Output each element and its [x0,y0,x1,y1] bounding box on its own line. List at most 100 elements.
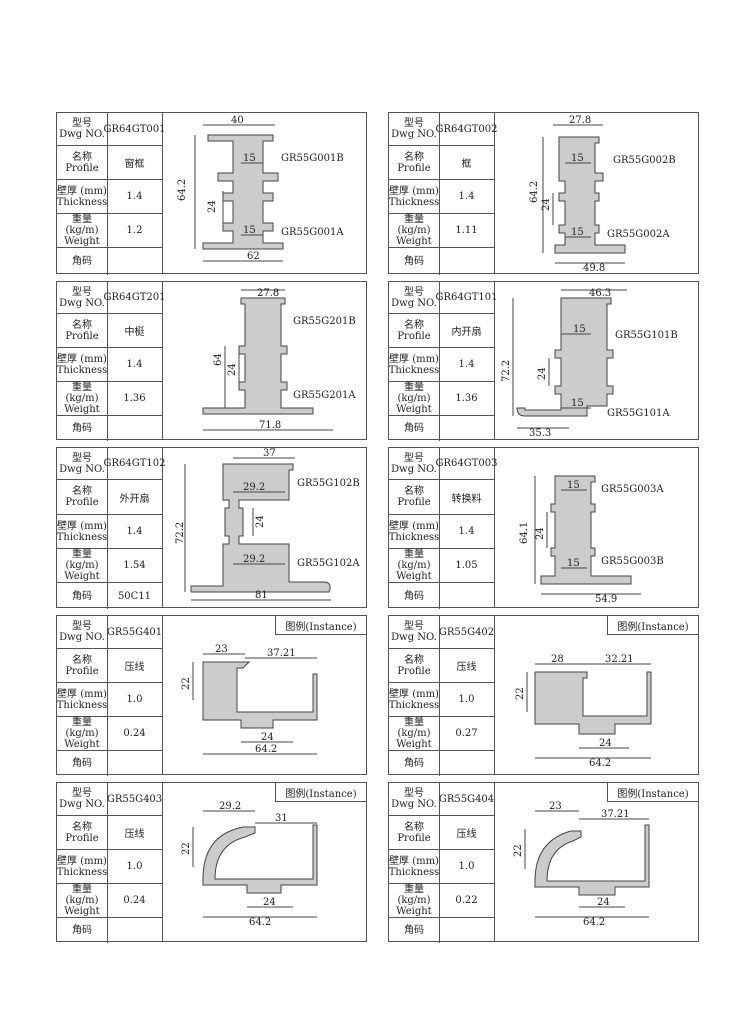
svg-text:81: 81 [255,590,268,601]
svg-text:24: 24 [263,897,276,908]
thickness-value: 1.0 [126,694,143,705]
weight-value: 1.36 [455,393,478,404]
code-value [439,583,494,609]
code-label: 角码 [389,751,440,776]
code-label: 角码 [57,918,108,943]
profile-drawing: 27.8 64 24 71.8 GR55G201B GR55G201A [163,282,366,439]
svg-text:24: 24 [537,367,548,380]
svg-text:22: 22 [515,687,526,700]
weight-label: 重量 (kg/m)Weight [57,717,108,750]
weight-label: 重量 (kg/m)Weight [389,717,440,750]
profile-drawing: 图例(Instance) 23 37.21 22 24 64.2 [495,783,698,941]
svg-text:37: 37 [263,448,276,459]
svg-text:23: 23 [215,644,228,655]
profile-drawing: 40 15 64.2 24 15 62 GR55G001B GR55G001A [163,113,366,273]
svg-text:71.8: 71.8 [259,420,281,431]
svg-text:GR55G002A: GR55G002A [607,229,670,240]
svg-text:32.21: 32.21 [605,654,634,665]
svg-text:GR55G201B: GR55G201B [293,316,356,327]
weight-label: 重量 (kg/m)Weight [57,884,108,917]
svg-text:24: 24 [207,200,218,213]
thickness-value: 1.4 [458,359,475,370]
weight-label: 重量 (kg/m)Weight [389,214,440,247]
thickness-value: 1.4 [458,191,475,202]
code-value [439,918,494,943]
svg-text:62: 62 [247,251,260,262]
svg-text:22: 22 [181,677,192,690]
dwg-value: GR55G402 [438,626,495,638]
svg-text:37.21: 37.21 [267,648,296,659]
weight-value: 1.05 [455,560,478,571]
weight-value: 0.24 [123,895,146,906]
svg-text:GR55G201A: GR55G201A [293,390,356,401]
svg-text:49.8: 49.8 [583,263,605,273]
dwg-value: GR55G401 [106,626,163,638]
svg-text:GR55G102A: GR55G102A [297,558,360,569]
svg-text:GR55G102B: GR55G102B [297,478,360,489]
profile-value: 中梃 [124,327,145,338]
thickness-label: 壁厚 (mm)Thickness [57,850,108,883]
profile-value: 压线 [124,662,145,673]
profile-value: 压线 [456,829,477,840]
svg-text:GR55G001A: GR55G001A [281,227,344,238]
thickness-label: 壁厚 (mm)Thickness [57,515,108,548]
weight-label: 重量 (kg/m)Weight [57,549,108,582]
code-label: 角码 [389,918,440,943]
svg-text:64: 64 [213,353,224,366]
thickness-label: 壁厚 (mm)Thickness [389,850,440,883]
svg-text:37.21: 37.21 [601,809,630,820]
svg-text:15: 15 [567,480,580,491]
code-value: 50C11 [117,590,152,602]
code-label: 角码 [57,416,108,441]
svg-text:GR55G003B: GR55G003B [601,556,664,567]
weight-label: 重量 (kg/m)Weight [57,382,108,415]
dwg-value: GR64GT003 [435,458,498,469]
thickness-value: 1.4 [126,359,143,370]
svg-text:28: 28 [551,654,564,665]
thickness-value: 1.0 [458,861,475,872]
svg-text:64.2: 64.2 [589,758,611,769]
svg-text:22: 22 [513,844,524,857]
svg-text:15: 15 [571,398,584,409]
svg-text:24: 24 [541,198,552,211]
thickness-label: 壁厚 (mm)Thickness [57,683,108,716]
code-value [439,416,494,441]
code-label: 角码 [57,248,108,275]
svg-text:31: 31 [275,813,288,824]
weight-value: 1.54 [123,560,146,571]
svg-text:72.2: 72.2 [501,360,512,382]
profile-value: 窗框 [124,159,145,170]
dwg-value: GR64GT001 [103,123,166,135]
code-value [107,248,162,275]
code-label: 角码 [57,751,108,776]
svg-text:64.2: 64.2 [529,181,540,203]
thickness-value: 1.4 [126,526,143,537]
profile-value: 压线 [456,662,477,673]
profile-value: 内开扇 [451,327,482,338]
profile-drawing: 46.3 15 72.2 24 15 35.3 GR55G101B GR55G1… [495,282,698,439]
svg-text:64.2: 64.2 [249,917,271,928]
code-label: 角码 [389,248,440,275]
code-label: 角码 [389,583,440,609]
